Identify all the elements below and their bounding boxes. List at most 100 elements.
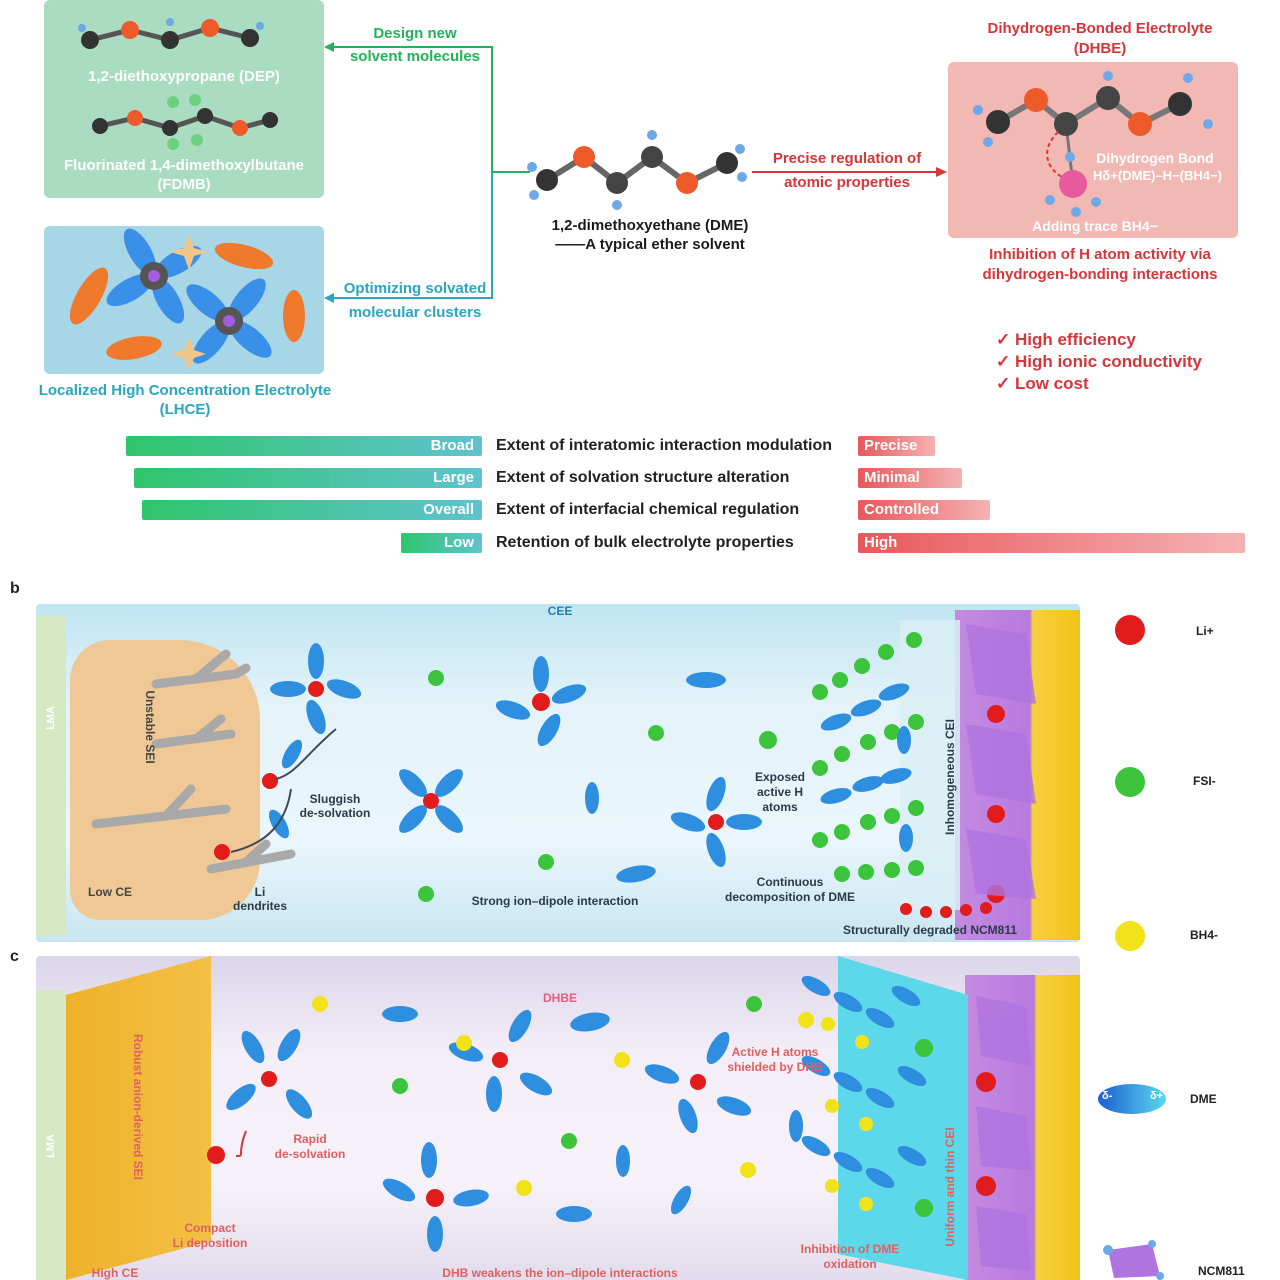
dme-label-2: ——A typical ether solvent (555, 236, 745, 253)
panel-b-li-2: dendrites (232, 899, 287, 913)
benefit-3: ✓ Low cost (996, 374, 1089, 393)
panel-b-exposed-2: active H (756, 785, 804, 799)
panel-c-compact-2: Li deposition (172, 1236, 248, 1250)
bar-right-3: High (858, 533, 1245, 553)
panel-b-degraded: Structurally degraded NCM811 (842, 923, 1018, 937)
bar-left-label: Low (444, 534, 474, 551)
legend-bh4-icon (1115, 921, 1145, 951)
panel-c-high-ce: High CE (91, 1266, 139, 1280)
panel-c-sei (66, 956, 211, 1280)
panel-b-continuous-1: Continuous (756, 875, 824, 889)
panel-b-li-1: Li (254, 885, 266, 899)
panel-b-cei (900, 620, 960, 910)
panel-c-rapid-2: de-solvation (274, 1147, 346, 1161)
comparison-label: Retention of bulk electrolyte properties (496, 534, 794, 551)
inhibition-label-2: dihydrogen-bonding interactions (982, 266, 1218, 283)
bar-right-label: Precise (864, 437, 918, 454)
design-label-2: solvent molecules (349, 48, 481, 65)
panel-b-cee: CEE (547, 604, 573, 618)
panel-c-weakens: DHB weakens the ion–dipole interactions (442, 1266, 678, 1280)
bar-right-1: Minimal (858, 468, 962, 488)
panel-b-low-ce: Low CE (88, 885, 132, 899)
panel-c-inhibition-2: oxidation (823, 1257, 877, 1271)
panel-b-exposed-3: atoms (762, 800, 798, 814)
dhbe-box (948, 62, 1238, 238)
dep-molecule-icon (78, 18, 264, 49)
legend-dme-label: DME (1190, 1092, 1217, 1106)
precise-label-2: atomic properties (784, 174, 910, 191)
panel-c-uniform: Uniform and thin CEI (943, 1127, 957, 1247)
panel-c-compact-1: Compact (184, 1221, 236, 1235)
legend-fsi-label: FSI- (1193, 774, 1216, 788)
panel-b-particles (91, 624, 1036, 918)
panel-c-lma-label: LMA (45, 1134, 57, 1158)
panel-b-lma-label: LMA (45, 706, 57, 730)
fdmb-label-1: Fluorinated 1,4-dimethoxylbutane (63, 157, 305, 174)
benefit-1: ✓ High efficiency (996, 330, 1136, 349)
panel-c-letter: c (10, 948, 19, 965)
optimizing-label-2: molecular clusters (348, 304, 482, 321)
dihydrogen-formula: Hδ+(DME)–H−(BH4−) (1093, 168, 1222, 183)
bar-left-1: Large (134, 468, 482, 488)
panel-b-lma (36, 616, 66, 936)
bar-right-label: Minimal (864, 469, 920, 486)
dme-label-1: 1,2-dimethoxyethane (DME) (551, 217, 749, 234)
legend-bh4-label: BH4- (1190, 928, 1219, 942)
bar-left-label: Overall (423, 501, 474, 518)
panel-b-continuous-2: decomposition of DME (725, 890, 855, 904)
legend-dme-delta-minus: δ- (1102, 1090, 1113, 1102)
panel-c-particles (207, 975, 1031, 1271)
comparison-label: Extent of interatomic interaction modula… (496, 437, 833, 454)
legend-li-icon (1115, 615, 1145, 645)
dme-molecule-icon (527, 130, 747, 210)
adding-trace-label: Adding trace BH4− (1032, 218, 1158, 234)
lhce-label-1: Localized High Concentration Electrolyte (38, 382, 332, 399)
optimizing-label-1: Optimizing solvated (343, 280, 487, 297)
legend-fsi-icon (1115, 767, 1145, 797)
panel-b-letter: b (10, 580, 20, 597)
panel-c-dhbe: DHBE (542, 991, 577, 1005)
panel-b-strong: Strong ion–dipole interaction (471, 894, 639, 908)
comparison-label: Extent of interfacial chemical regulatio… (496, 501, 800, 518)
legend-li-label: Li+ (1196, 624, 1214, 638)
legend-ncm-label: NCM811 (1198, 1264, 1245, 1278)
dhbe-title-1: Dihydrogen-Bonded Electrolyte (987, 20, 1213, 37)
bar-left-0: Broad (126, 436, 482, 456)
dhbe-molecule-icon (973, 71, 1213, 217)
lhce-label-2: (LHCE) (159, 401, 211, 418)
bar-left-3: Low (401, 533, 482, 553)
benefit-2: ✓ High ionic conductivity (996, 352, 1202, 371)
precise-label-1: Precise regulation of (772, 150, 922, 167)
bar-left-label: Broad (430, 437, 474, 454)
panel-b-sluggish-1: Sluggish (309, 792, 361, 806)
legend-dme-icon (1098, 1084, 1166, 1114)
lhce-cluster-icon (69, 228, 305, 370)
branch-arrows (324, 42, 530, 303)
bar-right-label: High (864, 534, 898, 551)
bar-left-2: Overall (142, 500, 482, 520)
panel-b-inhomogeneous: Inhomogeneous CEI (943, 719, 957, 836)
fdmb-molecule-icon (92, 94, 278, 150)
bar-right-0: Precise (858, 436, 935, 456)
dhbe-title-2: (DHBE) (1073, 40, 1127, 57)
comparison-label: Extent of solvation structure alteration (496, 469, 790, 486)
panel-c-lma (36, 990, 66, 1280)
panel-c-robust: Robust anion-derived SEI (131, 1033, 145, 1180)
legend-ncm-icon (1103, 1240, 1164, 1280)
panel-b-unstable-sei: Unstable SEI (143, 690, 157, 764)
bar-right-label: Controlled (864, 501, 939, 518)
panel-c-shielded-2: shielded by DHB (727, 1060, 823, 1074)
panel-c-rapid-1: Rapid (293, 1132, 327, 1146)
panel-c-inhibition-1: Inhibition of DME (800, 1242, 900, 1256)
bar-left-label: Large (433, 469, 474, 486)
fdmb-label-2: (FDMB) (157, 176, 211, 193)
panel-c-shielded-1: Active H atoms (731, 1045, 819, 1059)
panel-b-exposed-1: Exposed (754, 770, 805, 784)
dihydrogen-bond-label: Dihydrogen Bond (1096, 150, 1214, 166)
legend-dme-delta-plus: δ+ (1150, 1090, 1164, 1102)
bar-right-2: Controlled (858, 500, 990, 520)
precise-arrow (752, 167, 947, 177)
inhibition-label-1: Inhibition of H atom activity via (989, 246, 1211, 263)
dep-label: 1,2-diethoxypropane (DEP) (88, 68, 280, 85)
design-label-1: Design new (373, 25, 457, 42)
